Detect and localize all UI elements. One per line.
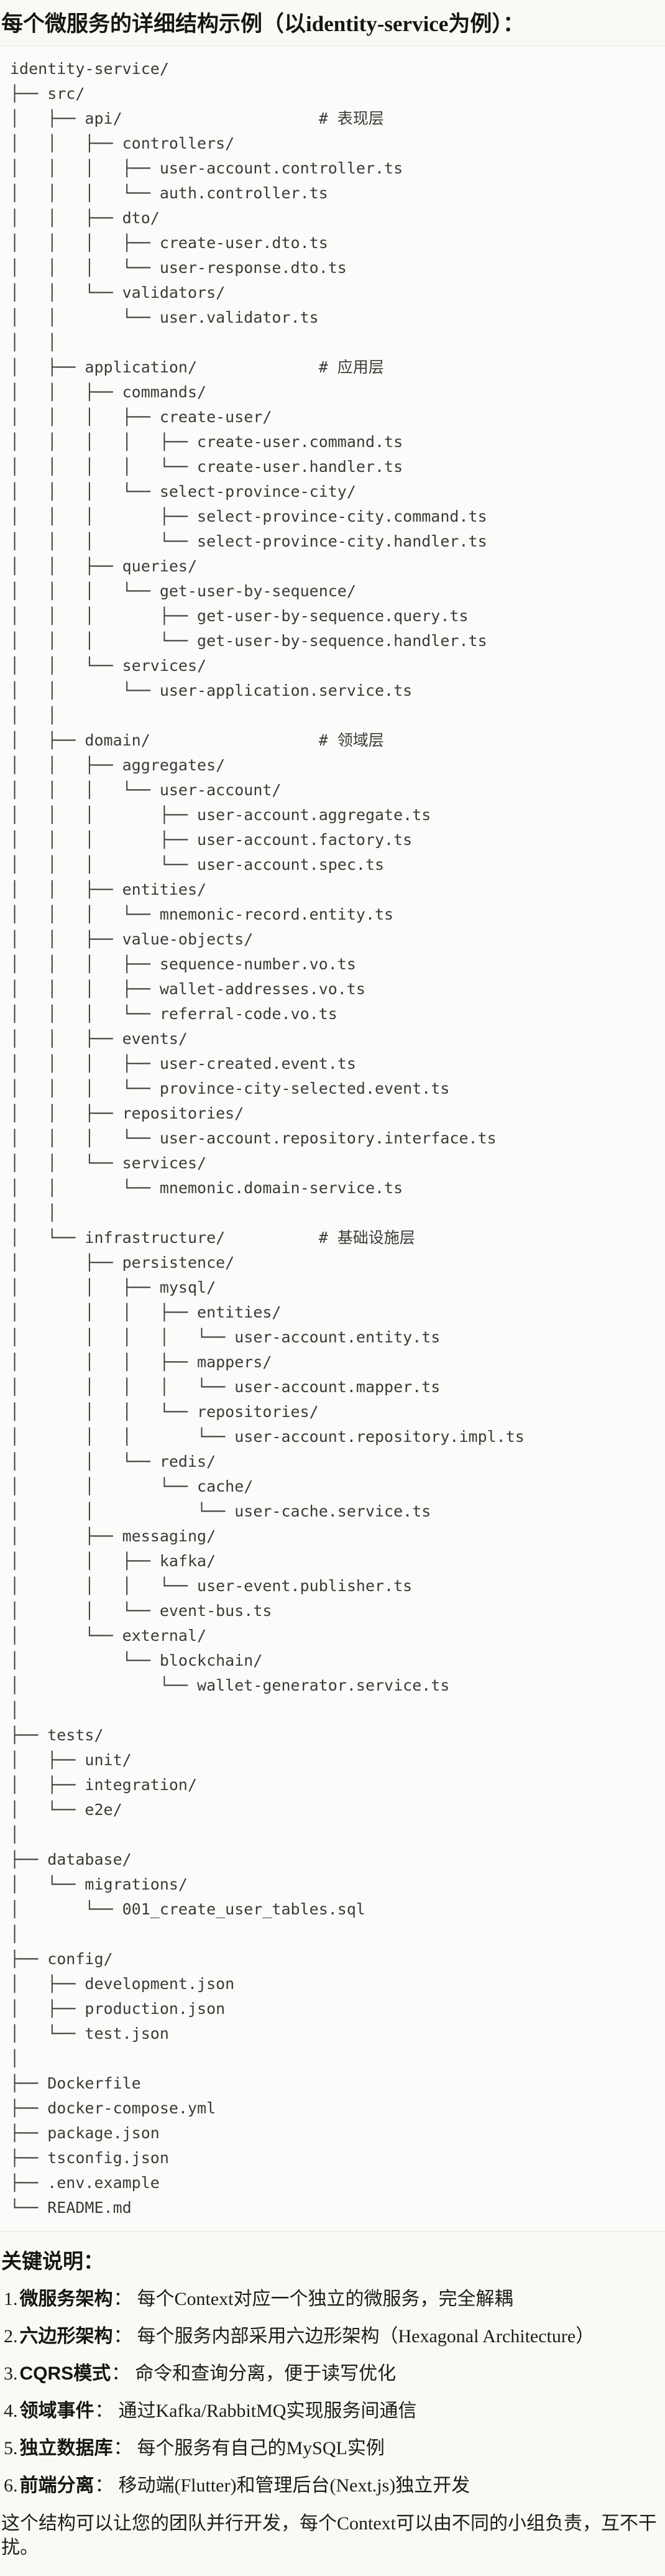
item-term: 前端分离 — [19, 2475, 94, 2496]
closing-paragraph: 这个结构可以让您的团队并行开发，每个Context可以由不同的小组负责，互不干扰… — [1, 2513, 657, 2558]
item-separator: ： — [111, 2363, 131, 2384]
key-notes-section: 关键说明： 1.微服务架构：每个Context对应一个独立的微服务，完全解耦 2… — [0, 2249, 665, 2576]
notes-heading: 关键说明： — [1, 2250, 104, 2273]
item-separator: ： — [94, 2401, 114, 2421]
item-description: 命令和查询分离，便于读写优化 — [135, 2363, 397, 2384]
item-description: 移动端(Flutter)和管理后台(Next.js)独立开发 — [118, 2475, 470, 2496]
list-item-hexagonal: 2.六边形架构：每个服务内部采用六边形架构（Hexagonal Architec… — [4, 2324, 665, 2348]
item-description: 每个服务有自己的MySQL实例 — [137, 2438, 385, 2458]
list-item-frontend-split: 6.前端分离：移动端(Flutter)和管理后台(Next.js)独立开发 — [4, 2473, 665, 2498]
item-number: 6. — [4, 2475, 18, 2496]
item-number: 1. — [4, 2289, 18, 2309]
item-term: CQRS模式 — [19, 2363, 111, 2384]
list-item-independent-db: 5.独立数据库：每个服务有自己的MySQL实例 — [4, 2436, 665, 2460]
list-item-domain-events: 4.领域事件：通过Kafka/RabbitMQ实现服务间通信 — [4, 2399, 665, 2423]
item-number: 2. — [4, 2326, 18, 2347]
item-separator: ： — [113, 2438, 132, 2458]
page-title: 每个微服务的详细结构示例（以identity-service为例）： — [1, 12, 525, 36]
item-description: 每个Context对应一个独立的微服务，完全解耦 — [137, 2289, 513, 2309]
item-separator: ： — [113, 2289, 132, 2309]
item-description: 每个服务内部采用六边形架构（Hexagonal Architecture） — [137, 2326, 595, 2347]
notes-list: 1.微服务架构：每个Context对应一个独立的微服务，完全解耦 2.六边形架构… — [1, 2287, 665, 2498]
item-term: 领域事件 — [19, 2401, 94, 2421]
item-term: 微服务架构 — [19, 2289, 113, 2309]
item-term: 独立数据库 — [19, 2438, 113, 2458]
item-description: 通过Kafka/RabbitMQ实现服务间通信 — [118, 2401, 417, 2421]
item-number: 5. — [4, 2438, 18, 2458]
item-separator: ： — [94, 2475, 114, 2496]
directory-tree-code-block: identity-service/ ├── src/ │ ├── api/ # … — [0, 45, 665, 2232]
item-separator: ： — [113, 2326, 132, 2347]
item-number: 4. — [4, 2401, 18, 2421]
item-term: 六边形架构 — [19, 2326, 113, 2347]
list-item-microservice: 1.微服务架构：每个Context对应一个独立的微服务，完全解耦 — [4, 2287, 665, 2311]
item-number: 3. — [4, 2363, 18, 2384]
list-item-cqrs: 3.CQRS模式：命令和查询分离，便于读写优化 — [4, 2361, 665, 2386]
